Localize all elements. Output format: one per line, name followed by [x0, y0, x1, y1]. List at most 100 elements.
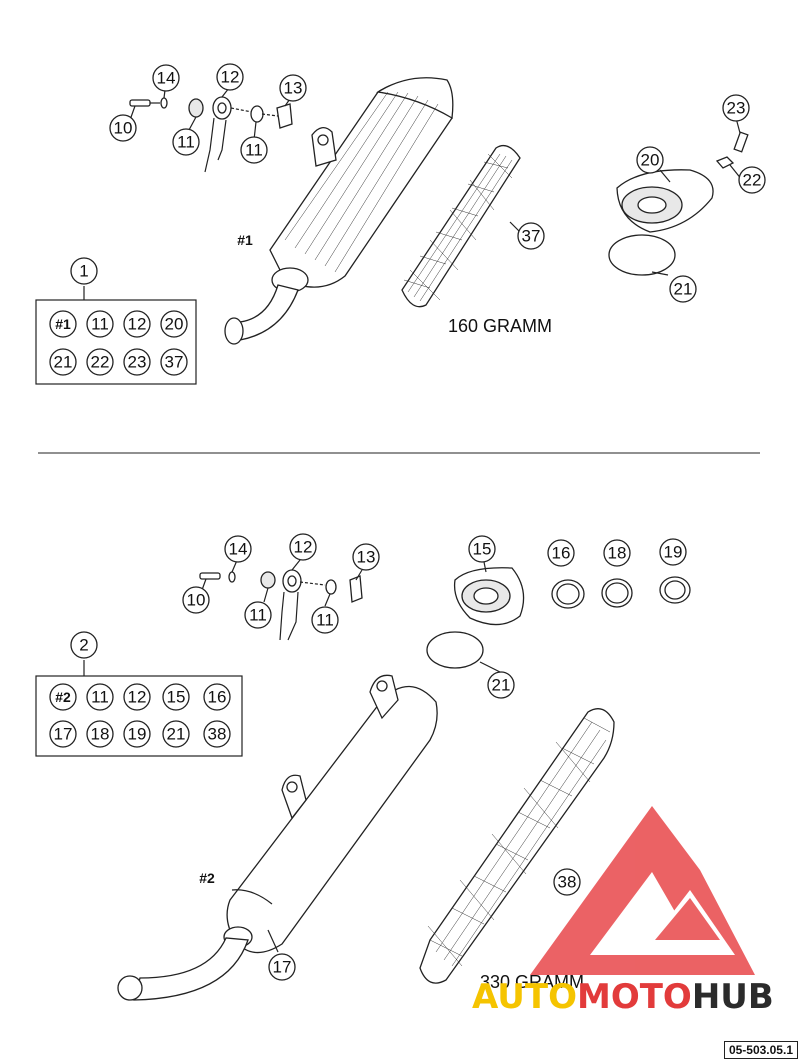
o-ring-21-part: [608, 234, 676, 276]
callout-11-right: 11: [240, 136, 268, 164]
svg-text:12: 12: [128, 688, 147, 707]
callout-12: 12: [289, 533, 317, 561]
nut-13-part: [276, 103, 293, 129]
callout-10: 10: [109, 114, 137, 142]
svg-text:10: 10: [114, 119, 133, 138]
svg-text:16: 16: [552, 544, 571, 563]
nut-22-part: [715, 156, 735, 169]
callout-38: 38: [553, 868, 581, 896]
svg-text:37: 37: [522, 227, 541, 246]
callout-14: 14: [224, 535, 252, 563]
kit-1-item: 22: [86, 348, 114, 376]
callout-12: 12: [216, 63, 244, 91]
callout-22: 22: [738, 166, 766, 194]
svg-text:22: 22: [91, 353, 110, 372]
bolt-10b-part: [199, 572, 221, 580]
muffler-2-label: #2: [199, 870, 215, 886]
kit-2-contents: #2 11 12 15 16 17 18 19 21 38: [49, 683, 231, 748]
bolt-23-part: [733, 131, 749, 153]
svg-text:#2: #2: [55, 689, 71, 705]
svg-text:15: 15: [167, 688, 186, 707]
svg-text:21: 21: [54, 353, 73, 372]
top-callouts: 14 12 13 10 11 11 23 20 22 21 37 1 #1 16…: [70, 63, 766, 336]
svg-text:12: 12: [221, 68, 240, 87]
svg-text:12: 12: [294, 538, 313, 557]
callout-17: 17: [268, 953, 296, 981]
svg-text:14: 14: [229, 540, 248, 559]
callout-13: 13: [279, 74, 307, 102]
packing-38-part: [419, 708, 615, 984]
kit-1-item: 12: [123, 310, 151, 338]
watermark-text: AUTOMOTOHUB: [472, 977, 774, 1017]
callout-21: 21: [669, 275, 697, 303]
svg-text:12: 12: [128, 315, 147, 334]
svg-text:11: 11: [91, 315, 109, 334]
bottom-bracket-hardware: [199, 569, 363, 641]
svg-text:20: 20: [165, 315, 184, 334]
top-assembly: [35, 77, 749, 385]
kit-1-item: 23: [123, 348, 151, 376]
svg-text:37: 37: [165, 353, 184, 372]
svg-text:11: 11: [245, 141, 263, 160]
packing-38-weight: 330 GRAMM: [480, 972, 584, 992]
callout-15: 15: [468, 535, 496, 563]
grommet-11b-part: [260, 571, 276, 589]
kit-1-item: 21: [49, 348, 77, 376]
svg-text:21: 21: [674, 280, 693, 299]
svg-text:17: 17: [54, 725, 73, 744]
kit-2-item: 17: [49, 720, 77, 748]
kit-2-item: 12: [123, 683, 151, 711]
svg-text:#1: #1: [55, 316, 71, 332]
svg-text:38: 38: [558, 873, 577, 892]
callout-kit-2: 2: [70, 631, 98, 659]
svg-text:38: 38: [208, 725, 227, 744]
top-bracket-hardware: [129, 96, 293, 173]
kit-1-contents: #1 11 12 20 21 22 23 37: [49, 310, 188, 376]
svg-text:20: 20: [641, 151, 660, 170]
svg-text:13: 13: [357, 548, 376, 567]
callout-kit-1: 1: [70, 257, 98, 285]
kit-2-item: 18: [86, 720, 114, 748]
muffler-2-part: [117, 674, 438, 1001]
kit-1-item: 37: [160, 348, 188, 376]
kit-1-item: 20: [160, 310, 188, 338]
svg-text:11: 11: [316, 611, 334, 630]
svg-text:2: 2: [79, 636, 88, 655]
callout-18: 18: [603, 539, 631, 567]
svg-text:22: 22: [743, 171, 762, 190]
svg-text:1: 1: [79, 262, 88, 281]
callout-23: 23: [722, 94, 750, 122]
svg-text:11: 11: [249, 606, 267, 625]
grommet-11-part: [188, 98, 204, 118]
callout-13: 13: [352, 543, 380, 571]
svg-text:21: 21: [492, 676, 511, 695]
svg-text:18: 18: [91, 725, 110, 744]
washer-14-part: [160, 97, 168, 109]
end-cap-15-part: [453, 567, 525, 626]
callout-20: 20: [636, 146, 664, 174]
svg-text:11: 11: [91, 688, 109, 707]
svg-text:23: 23: [128, 353, 147, 372]
packing-37-weight: 160 GRAMM: [448, 316, 552, 336]
callout-11-left: 11: [172, 128, 200, 156]
kit-2-item: 15: [162, 683, 190, 711]
muffler-1-part: [224, 77, 454, 345]
callout-11-left: 11: [244, 601, 272, 629]
bolt-10-part: [129, 99, 151, 107]
callout-19: 19: [659, 538, 687, 566]
svg-text:16: 16: [208, 688, 227, 707]
svg-text:23: 23: [727, 99, 746, 118]
watermark-hub: HUB: [692, 977, 774, 1017]
callout-16: 16: [547, 539, 575, 567]
kit-1-item: #1: [49, 310, 77, 338]
packing-37-part: [401, 144, 521, 308]
svg-text:19: 19: [664, 543, 683, 562]
document-id: 05-503.05.1: [723, 1041, 798, 1059]
callout-14: 14: [152, 64, 180, 92]
kit-2-item: 38: [203, 720, 231, 748]
washer-14b-part: [228, 571, 236, 583]
washer-11-part: [250, 105, 264, 123]
callout-21: 21: [487, 671, 515, 699]
svg-text:19: 19: [128, 725, 147, 744]
